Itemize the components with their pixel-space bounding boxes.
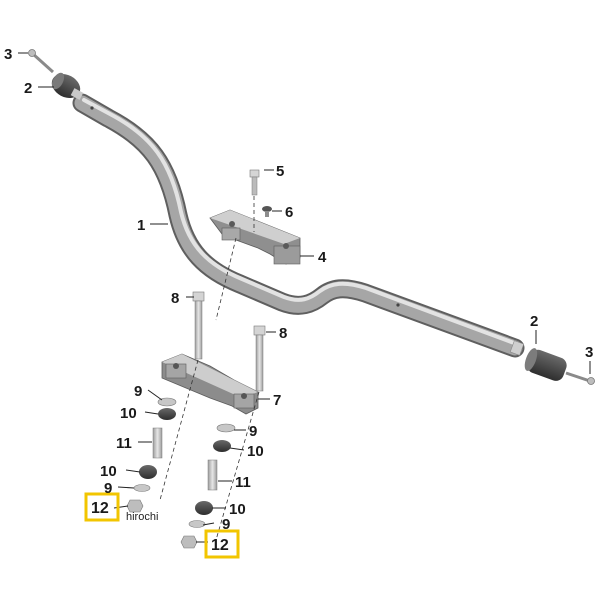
watermark-text: hirochi [126,511,158,523]
callout-9-b: 9 [104,480,112,497]
callout-9-c: 9 [249,423,257,440]
lower-clamp-bolt-right [253,325,266,392]
lower-clamp-bolt-left [192,291,205,360]
callout-2-left: 2 [24,80,32,97]
callout-2-right: 2 [530,313,538,330]
callout-12-b: 12 [211,537,229,554]
callout-8-left: 8 [171,290,179,307]
callout-3-right: 3 [585,344,593,361]
callout-4: 4 [318,249,327,266]
callout-9-a: 9 [134,383,142,400]
callout-9-d: 9 [222,516,230,533]
callout-3-left: 3 [4,46,12,63]
right-bar-end-screw [565,371,595,385]
right-bar-end-weight [509,340,567,381]
upper-clamp [209,209,301,265]
callout-10-d: 10 [229,501,246,518]
handlebar-part [72,93,525,358]
callout-8-right: 8 [279,325,287,342]
callout-5: 5 [276,163,284,180]
left-bar-end-weight [51,72,84,100]
callout-labels: 3 2 1 5 6 4 8 8 2 3 7 9 10 11 10 9 12 9 … [4,46,593,554]
callout-12-a: 12 [91,500,109,517]
callout-10-c: 10 [247,443,264,460]
lower-clamp [161,353,259,415]
upper-clamp-screw [262,206,272,217]
callout-6: 6 [285,204,293,221]
callout-10-a: 10 [120,405,137,422]
callout-11-a: 11 [116,435,132,452]
part-12-highlight-box-right [204,529,240,559]
callout-1: 1 [137,217,145,234]
callout-11-b: 11 [235,474,251,491]
upper-clamp-bolt [249,169,260,196]
right-mount-stack [180,423,236,549]
callout-7: 7 [273,392,281,409]
left-mount-stack [126,397,177,513]
part-12-highlight-box-left [84,492,120,522]
left-bar-end-screw [28,49,55,74]
assembly-axis-lines [159,196,260,541]
callout-10-b: 10 [100,463,117,480]
